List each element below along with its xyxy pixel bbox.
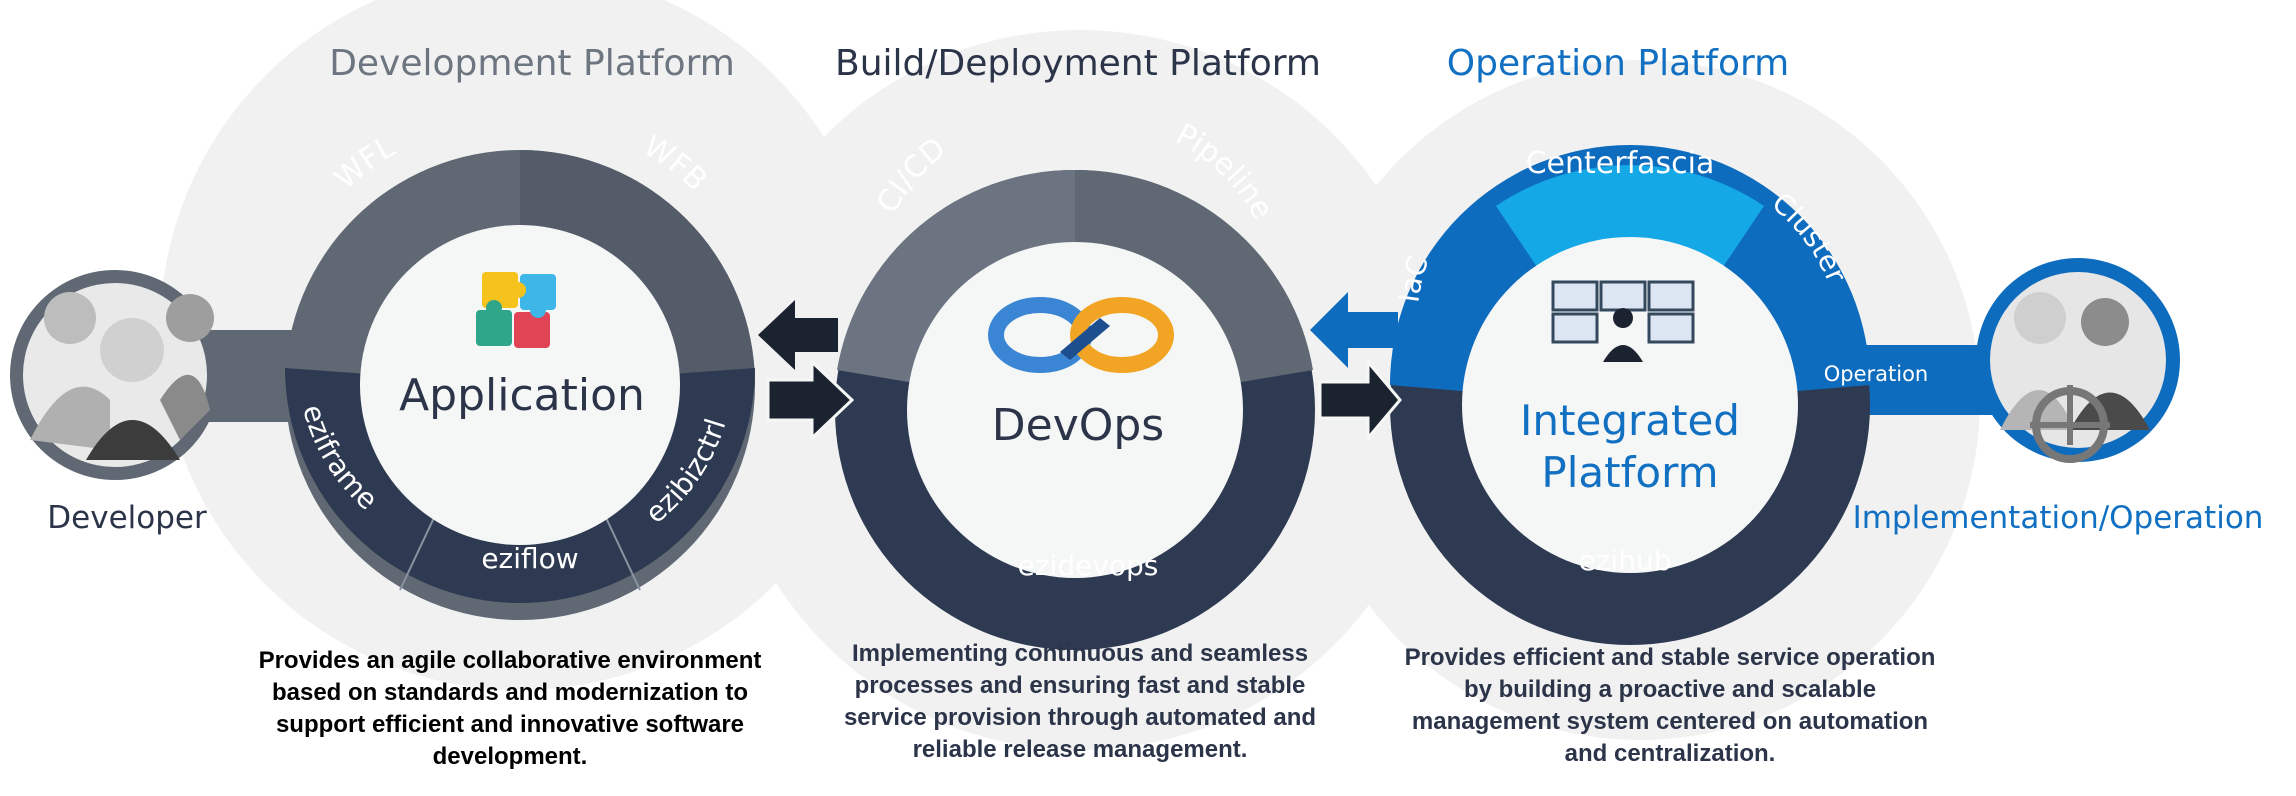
puzzle-knob [530,302,546,318]
puzzle-knob [486,300,502,316]
screen [1551,280,1599,312]
integrated-platform-label-line1: Integrated [1520,396,1740,445]
operation-platform-header: Operation Platform [1447,43,1789,84]
person-head-icon [100,318,164,382]
screen [1599,280,1647,312]
person-head-icon [166,294,214,342]
ezihub-segment-label: ezihub [1579,544,1672,577]
devops-infinity-icon [988,297,1174,373]
puzzle-piece-red [514,312,550,348]
centerfascia-segment-label: Centerfascia [1526,146,1715,181]
person-body-icon [30,386,110,450]
puzzle-icon [476,272,556,348]
operator-head [1613,308,1633,328]
puzzle-piece-yellow [482,272,518,308]
puzzle-piece-green [476,310,512,346]
person-head-icon [2081,298,2129,346]
arrow-right-ops [1318,357,1402,443]
ops-inner-circle [1462,237,1798,573]
dev-inner-circle [360,225,680,545]
arrow-left-dev [758,300,838,370]
ezidevops-segment-label: ezidevops [1018,549,1159,582]
person-head-icon [44,292,96,344]
puzzle-piece-blue [520,274,556,310]
application-label: Application [399,370,645,421]
screen [1647,312,1695,344]
arrow-left-ops [1310,292,1398,368]
infinity-right-loop [1070,297,1174,373]
operation-connector-label: Operation [1824,362,1929,386]
person-body-icon [160,374,210,440]
monitoring-screens-icon [1551,280,1695,362]
build-platform-header: Build/Deployment Platform [835,43,1321,84]
integrated-platform-label-line2: Platform [1541,448,1718,497]
infinity-arrow [1060,318,1110,360]
eziflow-segment-label: eziflow [481,542,578,575]
developer-label: Developer [47,500,207,536]
operation-description: Provides efficient and stable service op… [1404,644,1936,767]
screen [1647,280,1695,312]
development-ring [285,150,755,620]
development-platform-header: Development Platform [329,43,735,84]
operator-label: Implementation/Operation [1853,500,2264,536]
development-description: Provides an agile collaborative environm… [258,647,762,770]
operator-body [1603,345,1643,362]
devops-label: DevOps [992,400,1164,451]
developer-avatar [10,270,220,480]
flow-arrows [758,292,1402,443]
puzzle-knob [510,282,526,298]
screen [1551,312,1599,344]
operator-avatar [1976,258,2180,463]
person-body-icon [86,420,180,460]
build-description: Implementing continuous and seamless pro… [843,640,1317,763]
person-head-icon [2014,292,2066,344]
arrow-right-build [766,358,855,442]
